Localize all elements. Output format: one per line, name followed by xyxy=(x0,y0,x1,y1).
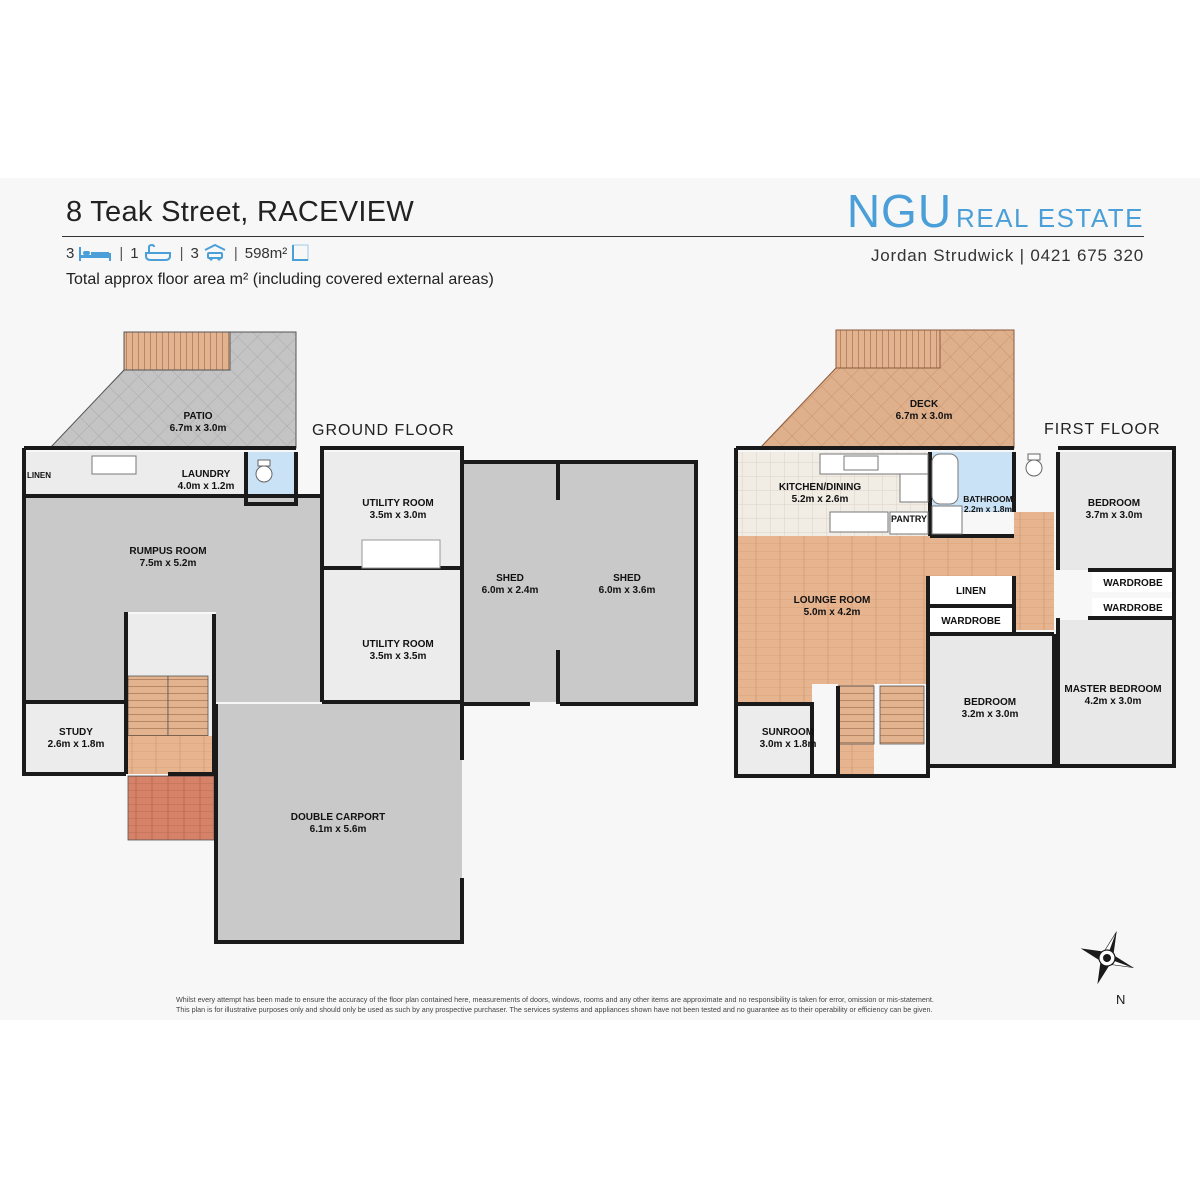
master-bedroom-label: MASTER BEDROOM xyxy=(1064,684,1161,695)
area-icon xyxy=(292,244,309,261)
utility-room-1-label: UTILITY ROOM xyxy=(362,498,433,509)
disclaimer-line-1: Whilst every attempt has been made to en… xyxy=(176,995,934,1004)
utility-room-1-size: 3.5m x 3.0m xyxy=(370,510,427,521)
shed-1-size: 6.0m x 2.4m xyxy=(482,585,539,596)
carport-size: 6.1m x 5.6m xyxy=(310,824,367,835)
bedroom-2-size: 3.2m x 3.0m xyxy=(962,709,1019,720)
stat-separator: | xyxy=(233,244,238,262)
rumpus-size: 7.5m x 5.2m xyxy=(140,558,197,569)
car-icon xyxy=(204,244,226,261)
bedroom-1-size: 3.7m x 3.0m xyxy=(1086,510,1143,521)
patio-label: PATIO xyxy=(183,411,212,422)
wardrobe-1-label: WARDROBE xyxy=(1103,578,1163,589)
linen-1f-label: LINEN xyxy=(956,586,986,597)
kitchen-size: 5.2m x 2.6m xyxy=(792,494,849,505)
rumpus-label: RUMPUS ROOM xyxy=(129,546,206,557)
patio-size: 6.7m x 3.0m xyxy=(170,423,227,434)
stat-separator: | xyxy=(179,244,184,262)
laundry-size: 4.0m x 1.2m xyxy=(178,481,235,492)
property-address: 8 Teak Street, RACEVIEW xyxy=(66,196,415,228)
area-value: 598m² xyxy=(244,244,288,262)
utility-room-2-size: 3.5m x 3.5m xyxy=(370,651,427,662)
laundry-label: LAUNDRY xyxy=(182,469,231,480)
kitchen-label: KITCHEN/DINING xyxy=(779,482,861,493)
sunroom-label: SUNROOM xyxy=(762,727,814,738)
shed-2-label: SHED xyxy=(613,573,641,584)
compass-rose-icon xyxy=(1080,931,1134,985)
disclaimer: Whilst every attempt has been made to en… xyxy=(176,995,1056,1015)
stat-separator: | xyxy=(119,244,124,262)
floor-area-note: Total approx floor area m² (including co… xyxy=(66,271,494,288)
carport-label: DOUBLE CARPORT xyxy=(291,812,385,823)
cars-count: 3 xyxy=(190,244,199,262)
compass-north-label: N xyxy=(1116,992,1125,1007)
baths-count: 1 xyxy=(130,244,139,262)
bed-icon xyxy=(79,247,112,261)
pantry-label: PANTRY xyxy=(891,514,927,524)
utility-room-2-label: UTILITY ROOM xyxy=(362,639,433,650)
shed-1-label: SHED xyxy=(496,573,524,584)
beds-count: 3 xyxy=(66,244,75,262)
first-floor-title: FIRST FLOOR xyxy=(1044,421,1161,438)
bedroom-1-label: BEDROOM xyxy=(1088,498,1140,509)
bedroom-2-label: BEDROOM xyxy=(964,697,1016,708)
property-stats: 3 | 1 | 3 | 598m² xyxy=(66,244,309,262)
wardrobe-2-label: WARDROBE xyxy=(1103,603,1163,614)
sunroom-size: 3.0m x 1.8m xyxy=(760,739,817,750)
disclaimer-line-2: This plan is for illustrative purposes o… xyxy=(176,1005,933,1014)
agent-contact: Jordan Strudwick | 0421 675 320 xyxy=(870,246,1144,265)
brand-main: NGU xyxy=(846,185,953,237)
bathroom-size: 2.2m x 1.8m xyxy=(964,504,1013,514)
deck-size: 6.7m x 3.0m xyxy=(896,411,953,422)
ground-floor-title: GROUND FLOOR xyxy=(312,422,455,439)
study-size: 2.6m x 1.8m xyxy=(48,739,105,750)
linen-label: LINEN xyxy=(27,471,51,480)
deck-label: DECK xyxy=(910,399,939,410)
bathroom-label: BATHROOM xyxy=(963,494,1012,504)
header-divider xyxy=(62,236,1144,237)
lounge-label: LOUNGE ROOM xyxy=(794,595,871,606)
bath-icon xyxy=(144,244,171,261)
wardrobe-3-label: WARDROBE xyxy=(941,616,1001,627)
lounge-size: 5.0m x 4.2m xyxy=(804,607,861,618)
master-bedroom-size: 4.2m x 3.0m xyxy=(1085,696,1142,707)
shed-2-size: 6.0m x 3.6m xyxy=(599,585,656,596)
study-label: STUDY xyxy=(59,727,93,738)
brand-sub: REAL ESTATE xyxy=(956,203,1144,233)
